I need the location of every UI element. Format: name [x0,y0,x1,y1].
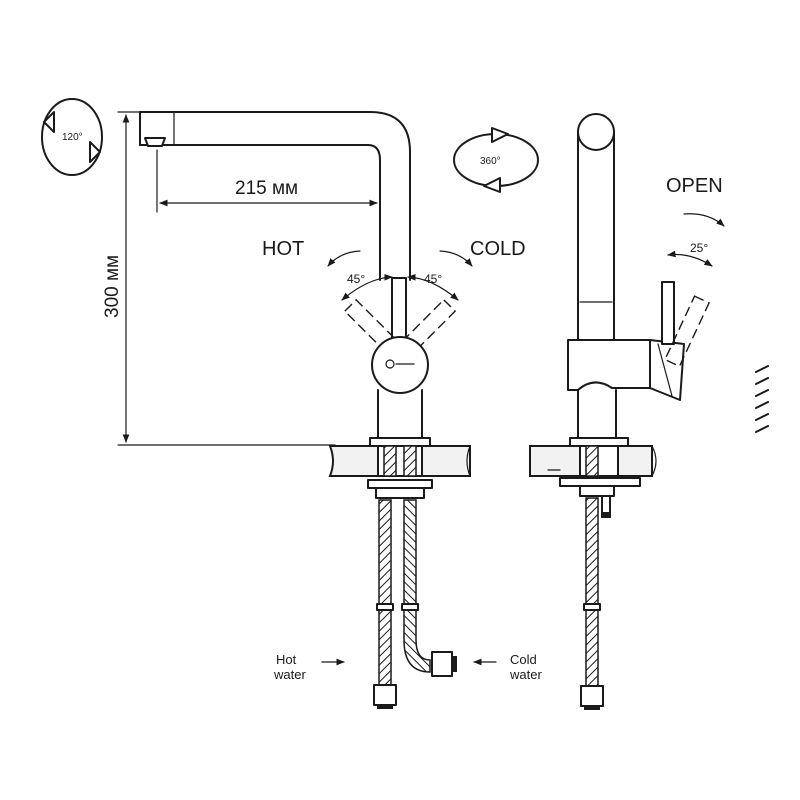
angle-open-label: 25° [690,241,708,255]
cold-water-label-line1: Cold [510,652,537,667]
hot-water-label-line1: Hot [276,652,297,667]
rotate-360-icon: 360° [453,127,539,193]
cold-hose-nut [431,651,453,677]
side-spout-top [577,113,615,151]
front-aerator [144,137,166,147]
cold-water-label-line2: water [509,667,542,682]
side-water-hose [585,497,599,687]
hot-water-label-line2: water [273,667,306,682]
hot-hose-nut [373,684,397,706]
width-dimension-label: 215 мм [235,178,298,199]
side-lever [649,339,685,401]
angle-cold-label: 45° [424,272,442,286]
rotate-120-icon: 120° [41,98,103,176]
swivel-body-label: 360° [480,156,501,167]
angle-hot-label: 45° [347,272,365,286]
height-dimension: 300 мм [102,111,336,446]
front-mount-plate [367,479,433,489]
lever-range-open [664,295,710,368]
open-label: OPEN [666,175,723,197]
swivel-spout-label: 120° [62,132,83,143]
width-dimension: 215 мм [156,149,381,213]
side-spout [577,131,615,341]
side-body [567,339,651,391]
side-view: 25° OPEN [529,113,725,710]
side-hose-nut [580,685,604,707]
front-view: 215 мм 300 мм 45° 45° HOT COLD [41,98,542,709]
front-spout [139,111,411,281]
hot-label: HOT [262,238,304,260]
cold-label: COLD [470,238,526,260]
front-lever [391,277,407,347]
hatch-marks [755,365,769,433]
front-handle-hub [371,336,429,394]
hot-water-hose [378,499,392,686]
front-body [377,389,423,439]
cold-water-hose [403,499,431,673]
height-dimension-label: 300 мм [102,255,123,318]
